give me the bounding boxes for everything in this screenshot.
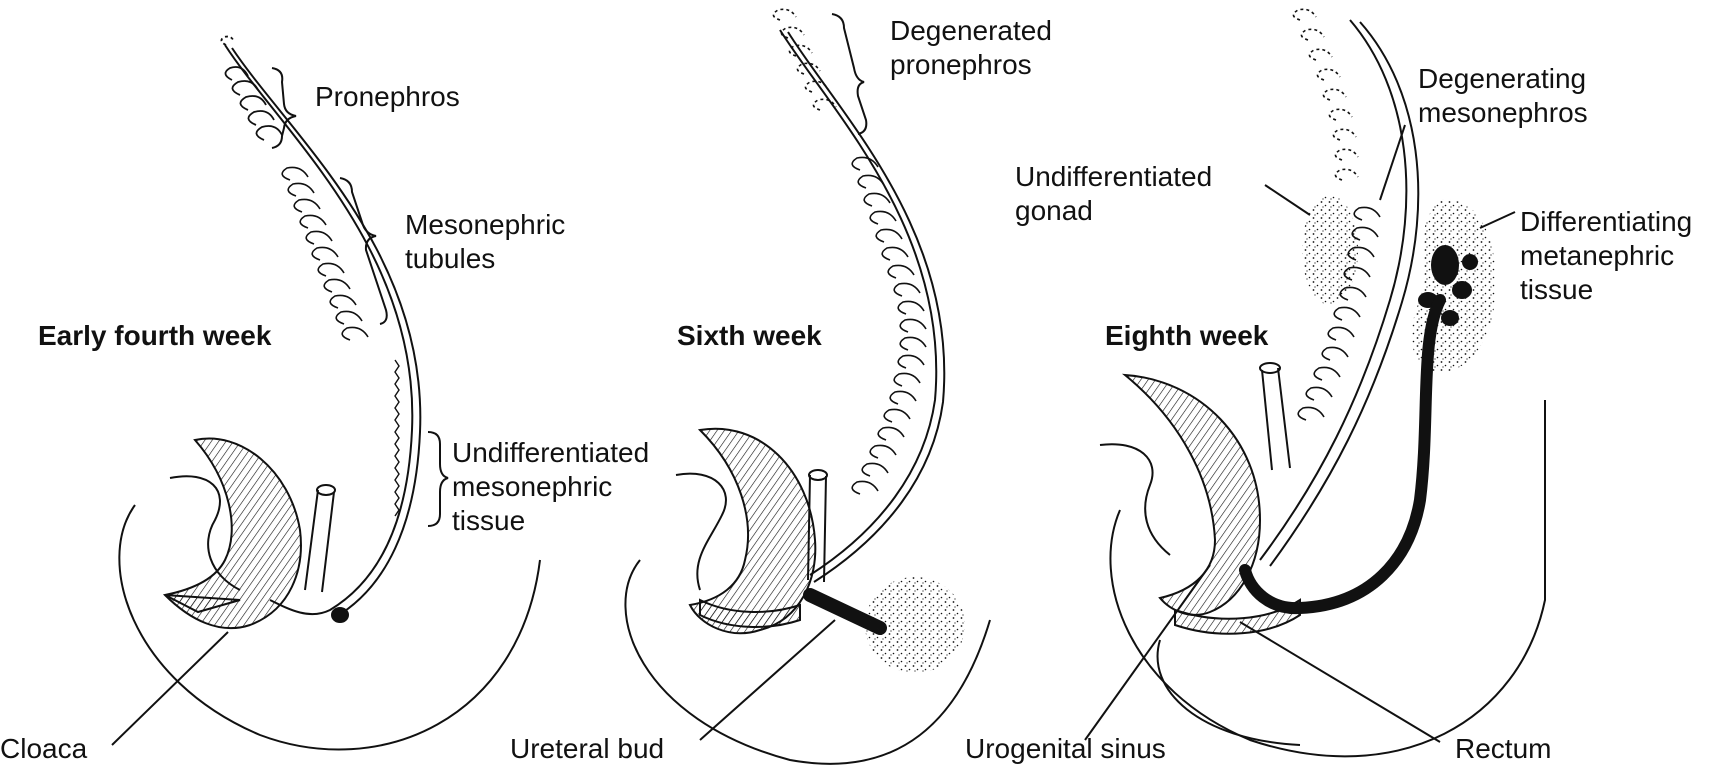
pointer-urogenital-sinus <box>1084 564 1211 741</box>
panel-eighth-week <box>1084 8 1546 758</box>
stage-title-early: Early fourth week <box>38 320 272 351</box>
pronephros-coils <box>220 35 283 141</box>
label-degenerating-line2: mesonephros <box>1418 97 1588 128</box>
panel-sixth-week <box>624 8 991 765</box>
rectum-3 <box>1174 598 1301 635</box>
cloaca-shape-1 <box>162 437 302 630</box>
collecting-system-3 <box>1418 245 1478 326</box>
cloaca-tip-1 <box>164 594 241 614</box>
label-gonad-line1: Undifferentiated <box>1015 161 1213 192</box>
label-undiff-line3: tissue <box>452 505 526 536</box>
pointer-ureteral-bud <box>699 619 836 741</box>
pointer-metanephric <box>1479 211 1516 229</box>
tail-fold-2 <box>675 472 727 591</box>
pointer-undiff-gonad <box>1264 184 1311 216</box>
degenerating-mesonephros-coils <box>1292 8 1359 181</box>
label-gonad-line2: gonad <box>1015 195 1093 226</box>
rectum-2 <box>699 598 801 628</box>
allantois-tube-1 <box>304 489 335 593</box>
embryo-outline-1 <box>118 504 541 751</box>
bracket-pronephros <box>271 67 297 149</box>
allantois-opening-2 <box>808 469 828 481</box>
label-mesonephric-tubules-line1: Mesonephric <box>405 209 566 240</box>
undiff-mesonephric-wave <box>394 359 400 517</box>
tail-fold-3 <box>1099 443 1171 556</box>
pointer-degenerating-mesonephros <box>1379 124 1406 201</box>
label-undiff-line1: Undifferentiated <box>452 437 650 468</box>
label-degenerated-line2: pronephros <box>890 49 1032 80</box>
allantois-opening-1 <box>316 484 336 496</box>
mesonephric-duct-2 <box>779 29 938 576</box>
embryo-outline-3 <box>1109 400 1546 758</box>
label-rectum: Rectum <box>1455 733 1552 764</box>
label-pronephros: Pronephros <box>315 81 460 112</box>
label-diff-metanephric-tissue: Differentiating metanephric tissue <box>1520 205 1692 307</box>
label-degenerated-line1: Degenerated <box>890 15 1052 46</box>
label-metanephric-line3: tissue <box>1520 274 1594 305</box>
bracket-degenerated-pronephros <box>831 13 868 135</box>
stage-title-eighth: Eighth week <box>1105 320 1269 351</box>
label-mesonephric-tubules-line2: tubules <box>405 243 496 274</box>
nephric-duct-1 <box>224 44 414 616</box>
inner-outline-3 <box>1156 639 1301 746</box>
allantois-tube-3 <box>1261 367 1291 471</box>
label-metanephric-line1: Differentiating <box>1520 206 1693 237</box>
label-urogenital-sinus: Urogenital sinus <box>965 733 1166 764</box>
pointer-cloaca <box>111 631 229 746</box>
degenerated-pronephros-coils <box>772 8 837 111</box>
panel-early-fourth-week <box>111 35 541 751</box>
label-degenerating-line1: Degenerating <box>1418 63 1587 94</box>
label-cloaca: Cloaca <box>0 733 88 764</box>
mesonephric-tubules-2 <box>851 156 927 495</box>
label-undiff-mesonephric-tissue: Undifferentiated mesonephric tissue <box>452 436 649 538</box>
mesonephric-tubules <box>281 166 369 341</box>
pointer-rectum <box>1239 621 1441 743</box>
label-degenerated-pronephros: Degenerated pronephros <box>890 14 1052 82</box>
label-ureteral-bud: Ureteral bud <box>510 733 665 764</box>
label-metanephric-line2: metanephric <box>1520 240 1675 271</box>
label-degenerating-mesonephros: Degenerating mesonephros <box>1418 62 1588 130</box>
bracket-undiff-tissue <box>427 431 449 527</box>
undifferentiated-gonad-3 <box>1302 195 1358 305</box>
allantois-opening-3 <box>1259 362 1281 374</box>
cloaca-shape-3 <box>1121 373 1262 616</box>
bracket-mesonephric-tubules <box>339 177 388 325</box>
mesonephric-duct-3 <box>1259 19 1408 561</box>
label-undiff-gonad: Undifferentiated gonad <box>1015 160 1212 228</box>
label-undiff-line2: mesonephric <box>452 471 613 502</box>
metanephric-blastema-2 <box>865 577 965 673</box>
stage-title-sixth: Sixth week <box>677 320 822 351</box>
label-mesonephric-tubules: Mesonephric tubules <box>405 208 565 276</box>
cloaca-shape-2 <box>688 427 817 635</box>
early-ureteric-bud-dot <box>331 607 349 623</box>
embryo-outline-2 <box>624 559 991 765</box>
ureter-3 <box>1239 294 1446 615</box>
